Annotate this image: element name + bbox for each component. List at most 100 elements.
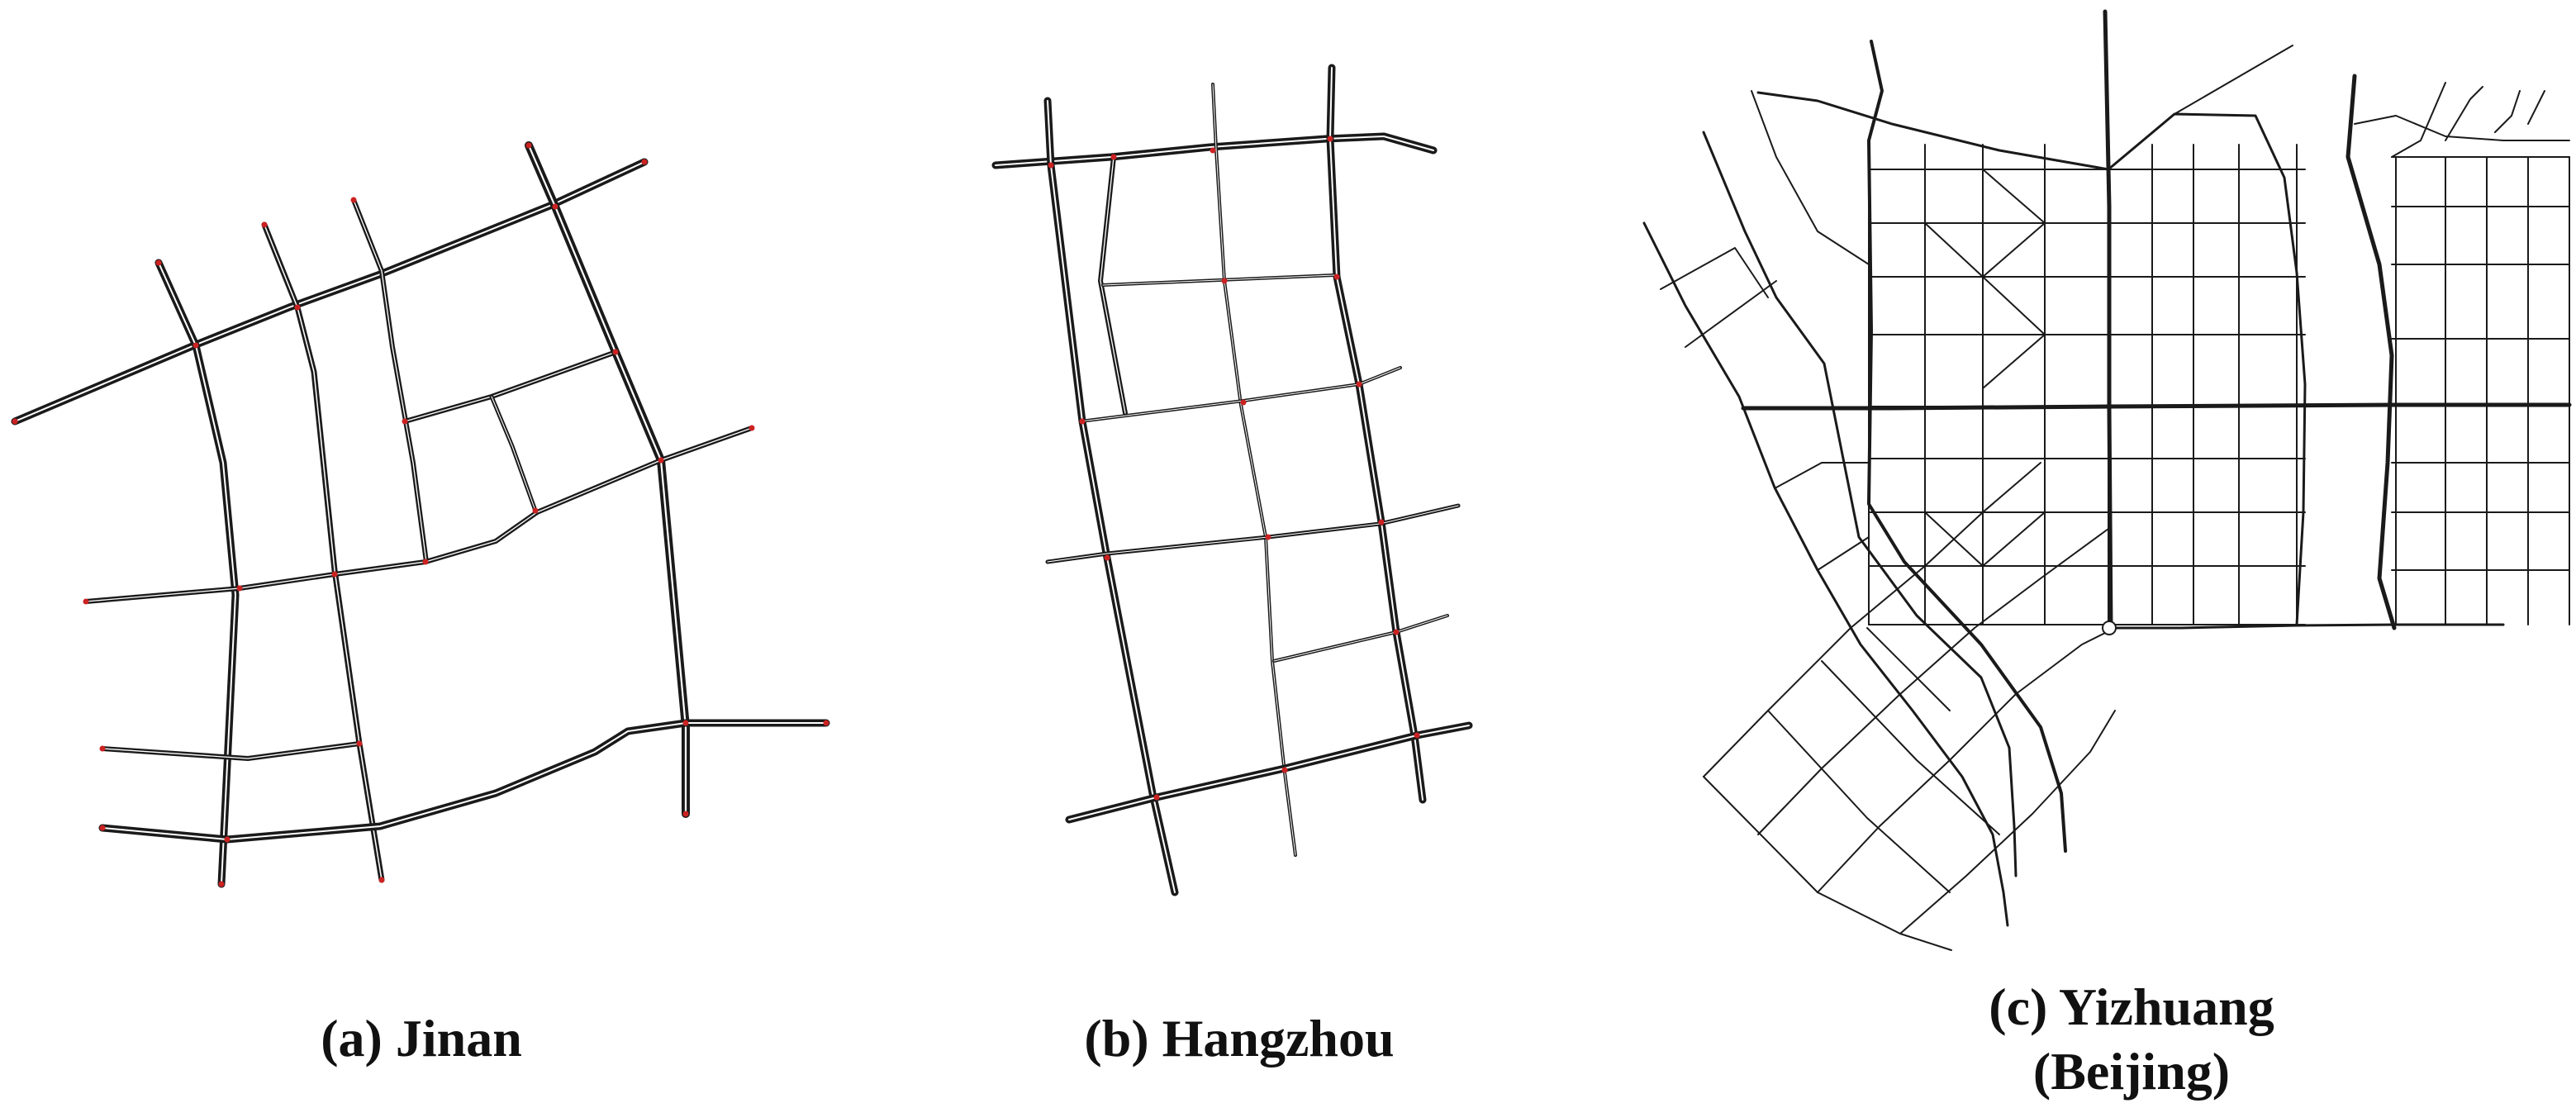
yizhuang-road-10 (1751, 90, 1870, 265)
jinan-intersection-12 (682, 811, 689, 817)
hangzhou-road-4 (1211, 83, 1297, 857)
caption-jinan: (a) Jinan (321, 1009, 522, 1068)
jinan-intersection-23 (402, 418, 408, 425)
yizhuang-road-57 (1660, 247, 1769, 298)
yizhuang-roads (1642, 9, 2572, 951)
yizhuang-roundabout (2102, 621, 2117, 635)
caption-yizhuang-line2: (Beijing) (2032, 1042, 2231, 1101)
jinan-roads (11, 141, 830, 888)
jinan-road-5 (351, 197, 429, 564)
hangzhou-road-network (991, 64, 1473, 896)
jinan-intersection-24 (532, 507, 539, 514)
hangzhou-intersection-7 (1240, 399, 1247, 406)
yizhuang-road-54 (2494, 90, 2521, 133)
jinan-intersection-5 (261, 221, 268, 228)
yizhuang-road-7 (2345, 74, 2397, 630)
yizhuang-road-31 (1924, 511, 2046, 567)
yizhuang-road-29 (1924, 169, 2046, 278)
jinan-intersection-18 (612, 349, 619, 355)
jinan-road-9-core (102, 743, 360, 759)
yizhuang-road-34 (1817, 627, 2116, 893)
yizhuang-road-53 (2445, 86, 2483, 141)
hangzhou-road-8-core (1047, 505, 1459, 563)
jinan-intersection-2 (641, 159, 648, 165)
hangzhou-road-2 (1043, 97, 1179, 896)
yizhuang-road-36 (1703, 776, 1952, 951)
hangzhou-road-9 (1272, 614, 1449, 663)
yizhuang-road-58 (1685, 280, 1777, 348)
yizhuang-road-30 (1982, 276, 2046, 389)
jinan-road-network (11, 141, 830, 888)
yizhuang-road-39 (1866, 627, 1951, 711)
jinan-intersection-6 (350, 197, 357, 203)
jinan-road-3-core (158, 262, 236, 885)
jinan-intersection-17 (552, 203, 558, 210)
hangzhou-road-7-core (1080, 367, 1401, 422)
jinan-road-8-core (491, 396, 536, 511)
jinan-intersection-20 (236, 585, 243, 592)
hangzhou-intersection-15 (1221, 278, 1228, 284)
jinan-road-5-core (353, 199, 427, 563)
hangzhou-intersection-12 (1414, 732, 1420, 739)
yizhuang-road-59 (1775, 462, 1870, 488)
caption-yizhuang-line1: (c) Yizhuang (1989, 977, 2274, 1036)
hangzhou-road-5-core (1329, 67, 1423, 801)
yizhuang-road-network (1642, 9, 2572, 951)
jinan-intersection-7 (83, 598, 89, 605)
hangzhou-intersection-8 (1265, 534, 1271, 540)
jinan-road-1-core (14, 161, 645, 422)
jinan-road-10-core (102, 722, 827, 840)
jinan-intersection-27 (682, 720, 689, 726)
hangzhou-road-6-core (1102, 274, 1335, 286)
jinan-road-10 (98, 719, 830, 844)
yizhuang-road-33 (1757, 528, 2109, 835)
yizhuang-road-60 (1817, 536, 1870, 571)
yizhuang-road-56 (2354, 115, 2570, 141)
hangzhou-road-5 (1326, 64, 1427, 804)
yizhuang-road-3 (1867, 40, 2067, 853)
jinan-road-2-core (527, 144, 687, 816)
hangzhou-intersection-4 (1327, 136, 1333, 142)
yizhuang-road-35 (1899, 710, 2116, 934)
yizhuang-road-9 (2174, 45, 2293, 115)
jinan-intersection-14 (378, 877, 385, 883)
hangzhou-intersection-10 (1378, 519, 1385, 525)
hangzhou-intersection-2 (1110, 154, 1117, 160)
hangzhou-road-3-core (1100, 156, 1126, 414)
hangzhou-intersection-1 (1048, 162, 1054, 169)
hangzhou-intersection-13 (1153, 794, 1160, 801)
jinan-intersection-26 (224, 836, 231, 843)
yizhuang-road-8 (1756, 91, 2307, 626)
hangzhou-intersection-5 (1079, 418, 1086, 425)
jinan-intersection-1 (12, 418, 18, 425)
yizhuang-road-5 (1642, 221, 2009, 927)
jinan-intersection-11 (823, 720, 829, 726)
jinan-intersection-3 (525, 142, 532, 149)
jinan-road-4-core (264, 224, 383, 881)
hangzhou-road-1-core (995, 136, 1434, 166)
caption-yizhuang: (c) Yizhuang (Beijing) (1900, 975, 2363, 1104)
jinan-road-6-core (85, 427, 753, 602)
jinan-road-7 (402, 351, 614, 424)
hangzhou-road-4-core (1212, 83, 1296, 856)
hangzhou-intersection-16 (1333, 273, 1340, 280)
jinan-intersection-16 (294, 304, 301, 311)
yizhuang-road-55 (2527, 90, 2545, 125)
jinan-intersection-19 (658, 457, 664, 464)
yizhuang-road-38 (1821, 660, 2000, 835)
jinan-road-4 (261, 221, 385, 883)
jinan-intersection-13 (218, 881, 225, 887)
jinan-intersections (12, 142, 829, 887)
jinan-intersection-22 (422, 559, 429, 565)
yizhuang-road-37 (1767, 710, 1951, 893)
yizhuang-road-52 (2391, 82, 2446, 158)
jinan-intersection-10 (99, 825, 106, 831)
jinan-intersection-9 (99, 745, 106, 752)
caption-hangzhou: (b) Hangzhou (1084, 1009, 1395, 1068)
hangzhou-intersections (1048, 136, 1420, 801)
hangzhou-intersection-11 (1281, 767, 1288, 773)
jinan-intersection-15 (192, 342, 199, 349)
hangzhou-intersection-9 (1356, 381, 1362, 388)
yizhuang-road-32 (1703, 462, 2041, 778)
